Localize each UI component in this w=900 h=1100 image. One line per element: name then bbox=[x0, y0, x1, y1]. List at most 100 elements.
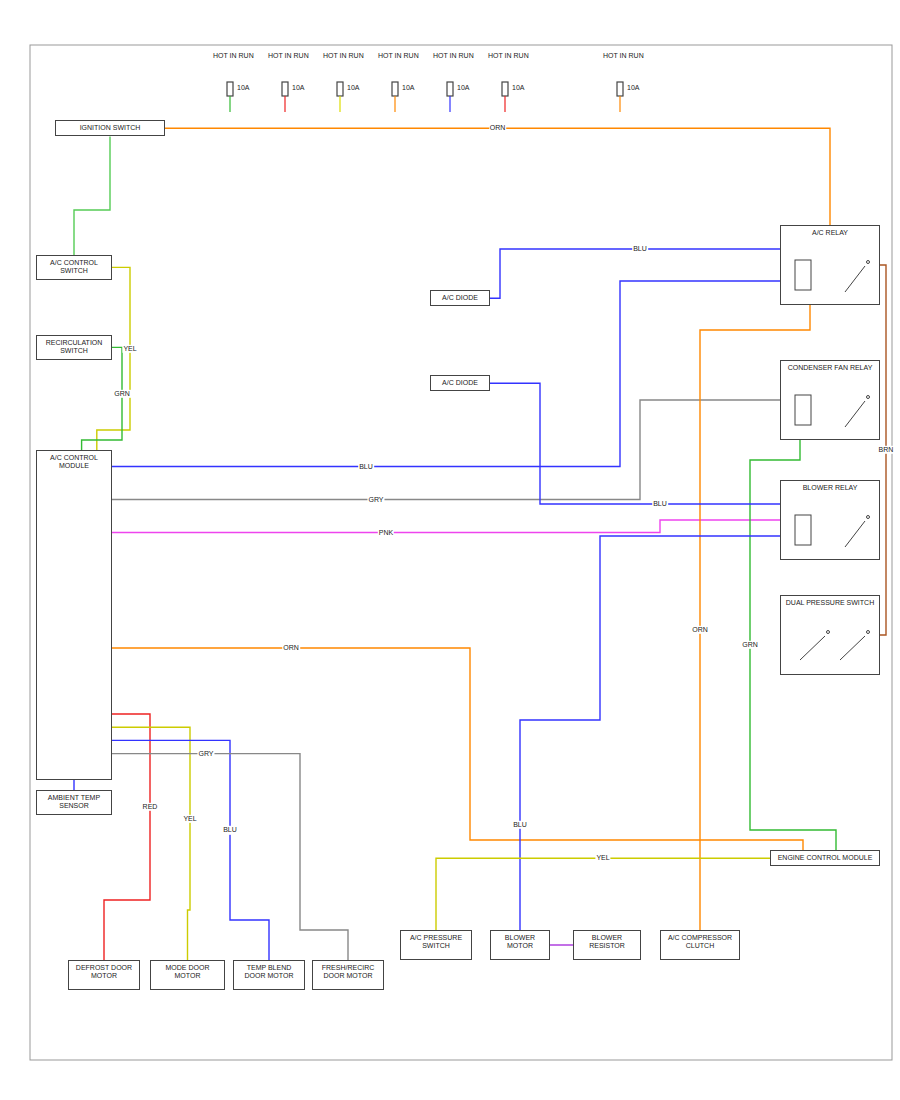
switch-contact bbox=[867, 631, 870, 634]
wire-connector bbox=[700, 305, 810, 930]
node-label: MODE DOOR MOTOR bbox=[154, 964, 221, 981]
node-label: A/C RELAY bbox=[784, 229, 876, 237]
switch-box: A/C CONTROL SWITCH bbox=[36, 255, 112, 280]
wire-color-label: BLU bbox=[358, 462, 374, 470]
motor-box: DEFROST DOOR MOTOR bbox=[68, 960, 140, 990]
diode-box: A/C DIODE bbox=[430, 290, 490, 306]
wire-color-label: BLU bbox=[652, 500, 668, 508]
resistor-box: BLOWER RESISTOR bbox=[573, 930, 641, 960]
node-label: BLOWER RELAY bbox=[784, 484, 876, 492]
wire-connector bbox=[112, 727, 190, 960]
wire-color-label: GRN bbox=[741, 641, 759, 649]
fuse-symbol bbox=[337, 82, 343, 96]
wire-color-label: YEL bbox=[122, 344, 137, 352]
wire-color-label: GRY bbox=[367, 495, 384, 503]
clutch-box: A/C COMPRESSOR CLUTCH bbox=[660, 930, 740, 960]
wire bbox=[504, 96, 505, 112]
relay-switch bbox=[845, 401, 865, 427]
fuse-symbol bbox=[617, 82, 623, 96]
fuse-symbol bbox=[502, 82, 508, 96]
wire-connector bbox=[490, 249, 780, 298]
wire-connector bbox=[550, 944, 573, 945]
wire-connector bbox=[165, 128, 830, 225]
node-label: FRESH/RECIRC DOOR MOTOR bbox=[316, 964, 380, 981]
wire-connector bbox=[112, 754, 348, 960]
power-label: HOT IN RUN bbox=[377, 52, 420, 60]
node-label: BLOWER MOTOR bbox=[494, 934, 546, 951]
wire-color-label: ORN bbox=[691, 626, 709, 634]
power-label: HOT IN RUN bbox=[212, 52, 255, 60]
fuse-rating: 10A bbox=[346, 84, 360, 92]
node-label: A/C PRESSURE SWITCH bbox=[404, 934, 468, 951]
node-label: A/C COMPRESSOR CLUTCH bbox=[664, 934, 736, 951]
wire bbox=[284, 96, 285, 112]
node-label: DEFROST DOOR MOTOR bbox=[72, 964, 136, 981]
switch-box: RECIRCULATION SWITCH bbox=[36, 335, 112, 360]
node-label: CONDENSER FAN RELAY bbox=[784, 364, 876, 372]
relay-switch bbox=[845, 266, 865, 292]
wire-color-label: BLU bbox=[632, 245, 648, 253]
node-label: RECIRCULATION SWITCH bbox=[40, 339, 108, 356]
switch-contact bbox=[827, 631, 830, 634]
fuse-rating: 10A bbox=[401, 84, 415, 92]
node-label: A/C DIODE bbox=[434, 294, 486, 302]
sensor-box: AMBIENT TEMP SENSOR bbox=[36, 790, 112, 815]
relay-coil bbox=[795, 395, 811, 425]
relay-switch bbox=[845, 521, 865, 547]
wire-connector bbox=[112, 281, 780, 467]
fuse-symbol bbox=[282, 82, 288, 96]
node-label: TEMP BLEND DOOR MOTOR bbox=[237, 964, 301, 981]
motor-box: FRESH/RECIRC DOOR MOTOR bbox=[312, 960, 384, 990]
wire-connector bbox=[82, 347, 122, 450]
node-label: A/C CONTROL SWITCH bbox=[40, 259, 108, 276]
power-label: HOT IN RUN bbox=[267, 52, 310, 60]
wire-connector bbox=[490, 383, 780, 504]
fuse-rating: 10A bbox=[456, 84, 470, 92]
pressure-switch bbox=[840, 636, 865, 660]
wire-connector bbox=[750, 440, 836, 850]
wire bbox=[394, 96, 395, 112]
wire-color-label: YEL bbox=[595, 854, 610, 862]
wire-color-label: YEL bbox=[182, 814, 197, 822]
wire-color-label: GRN bbox=[113, 389, 131, 397]
control-module: A/C CONTROL MODULE bbox=[36, 450, 112, 780]
fuse-rating: 10A bbox=[511, 84, 525, 92]
wire-connector bbox=[112, 520, 780, 533]
wire-color-label: BLU bbox=[222, 826, 238, 834]
node-label: DUAL PRESSURE SWITCH bbox=[784, 599, 876, 607]
control-module: ENGINE CONTROL MODULE bbox=[770, 850, 880, 866]
power-label: HOT IN RUN bbox=[432, 52, 475, 60]
switch-box: DUAL PRESSURE SWITCH bbox=[780, 595, 880, 675]
relay-box: A/C RELAY bbox=[780, 225, 880, 305]
relay-box: CONDENSER FAN RELAY bbox=[780, 360, 880, 440]
wire-color-label: BLU bbox=[512, 821, 528, 829]
wire bbox=[339, 96, 340, 112]
power-label: HOT IN RUN bbox=[487, 52, 530, 60]
motor-box: MODE DOOR MOTOR bbox=[150, 960, 225, 990]
wire-connector bbox=[104, 714, 150, 960]
diagram-frame bbox=[30, 45, 892, 1060]
fuse-symbol bbox=[447, 82, 453, 96]
wire-connector bbox=[74, 136, 110, 255]
wire-color-label: RED bbox=[142, 803, 159, 811]
wire bbox=[619, 96, 620, 112]
relay-contact bbox=[867, 516, 870, 519]
relay-coil bbox=[795, 260, 811, 290]
pressure-switch bbox=[800, 636, 825, 660]
wire-connector bbox=[112, 740, 269, 960]
fuse-rating: 10A bbox=[626, 84, 640, 92]
wire-connector bbox=[436, 858, 770, 930]
diode-box: A/C DIODE bbox=[430, 375, 490, 391]
node-label: BLOWER RESISTOR bbox=[577, 934, 637, 951]
wire-color-label: GRY bbox=[197, 749, 214, 757]
motor-box: TEMP BLEND DOOR MOTOR bbox=[233, 960, 305, 990]
wire-connector bbox=[520, 536, 780, 930]
wire-color-label: BRN bbox=[878, 446, 895, 454]
wire-color-label: ORN bbox=[282, 644, 300, 652]
node-label: ENGINE CONTROL MODULE bbox=[774, 854, 876, 862]
wire bbox=[449, 96, 450, 112]
switch-box: IGNITION SWITCH bbox=[55, 120, 165, 136]
wire-color-label: ORN bbox=[489, 124, 507, 132]
relay-contact bbox=[867, 396, 870, 399]
power-label: HOT IN RUN bbox=[602, 52, 645, 60]
